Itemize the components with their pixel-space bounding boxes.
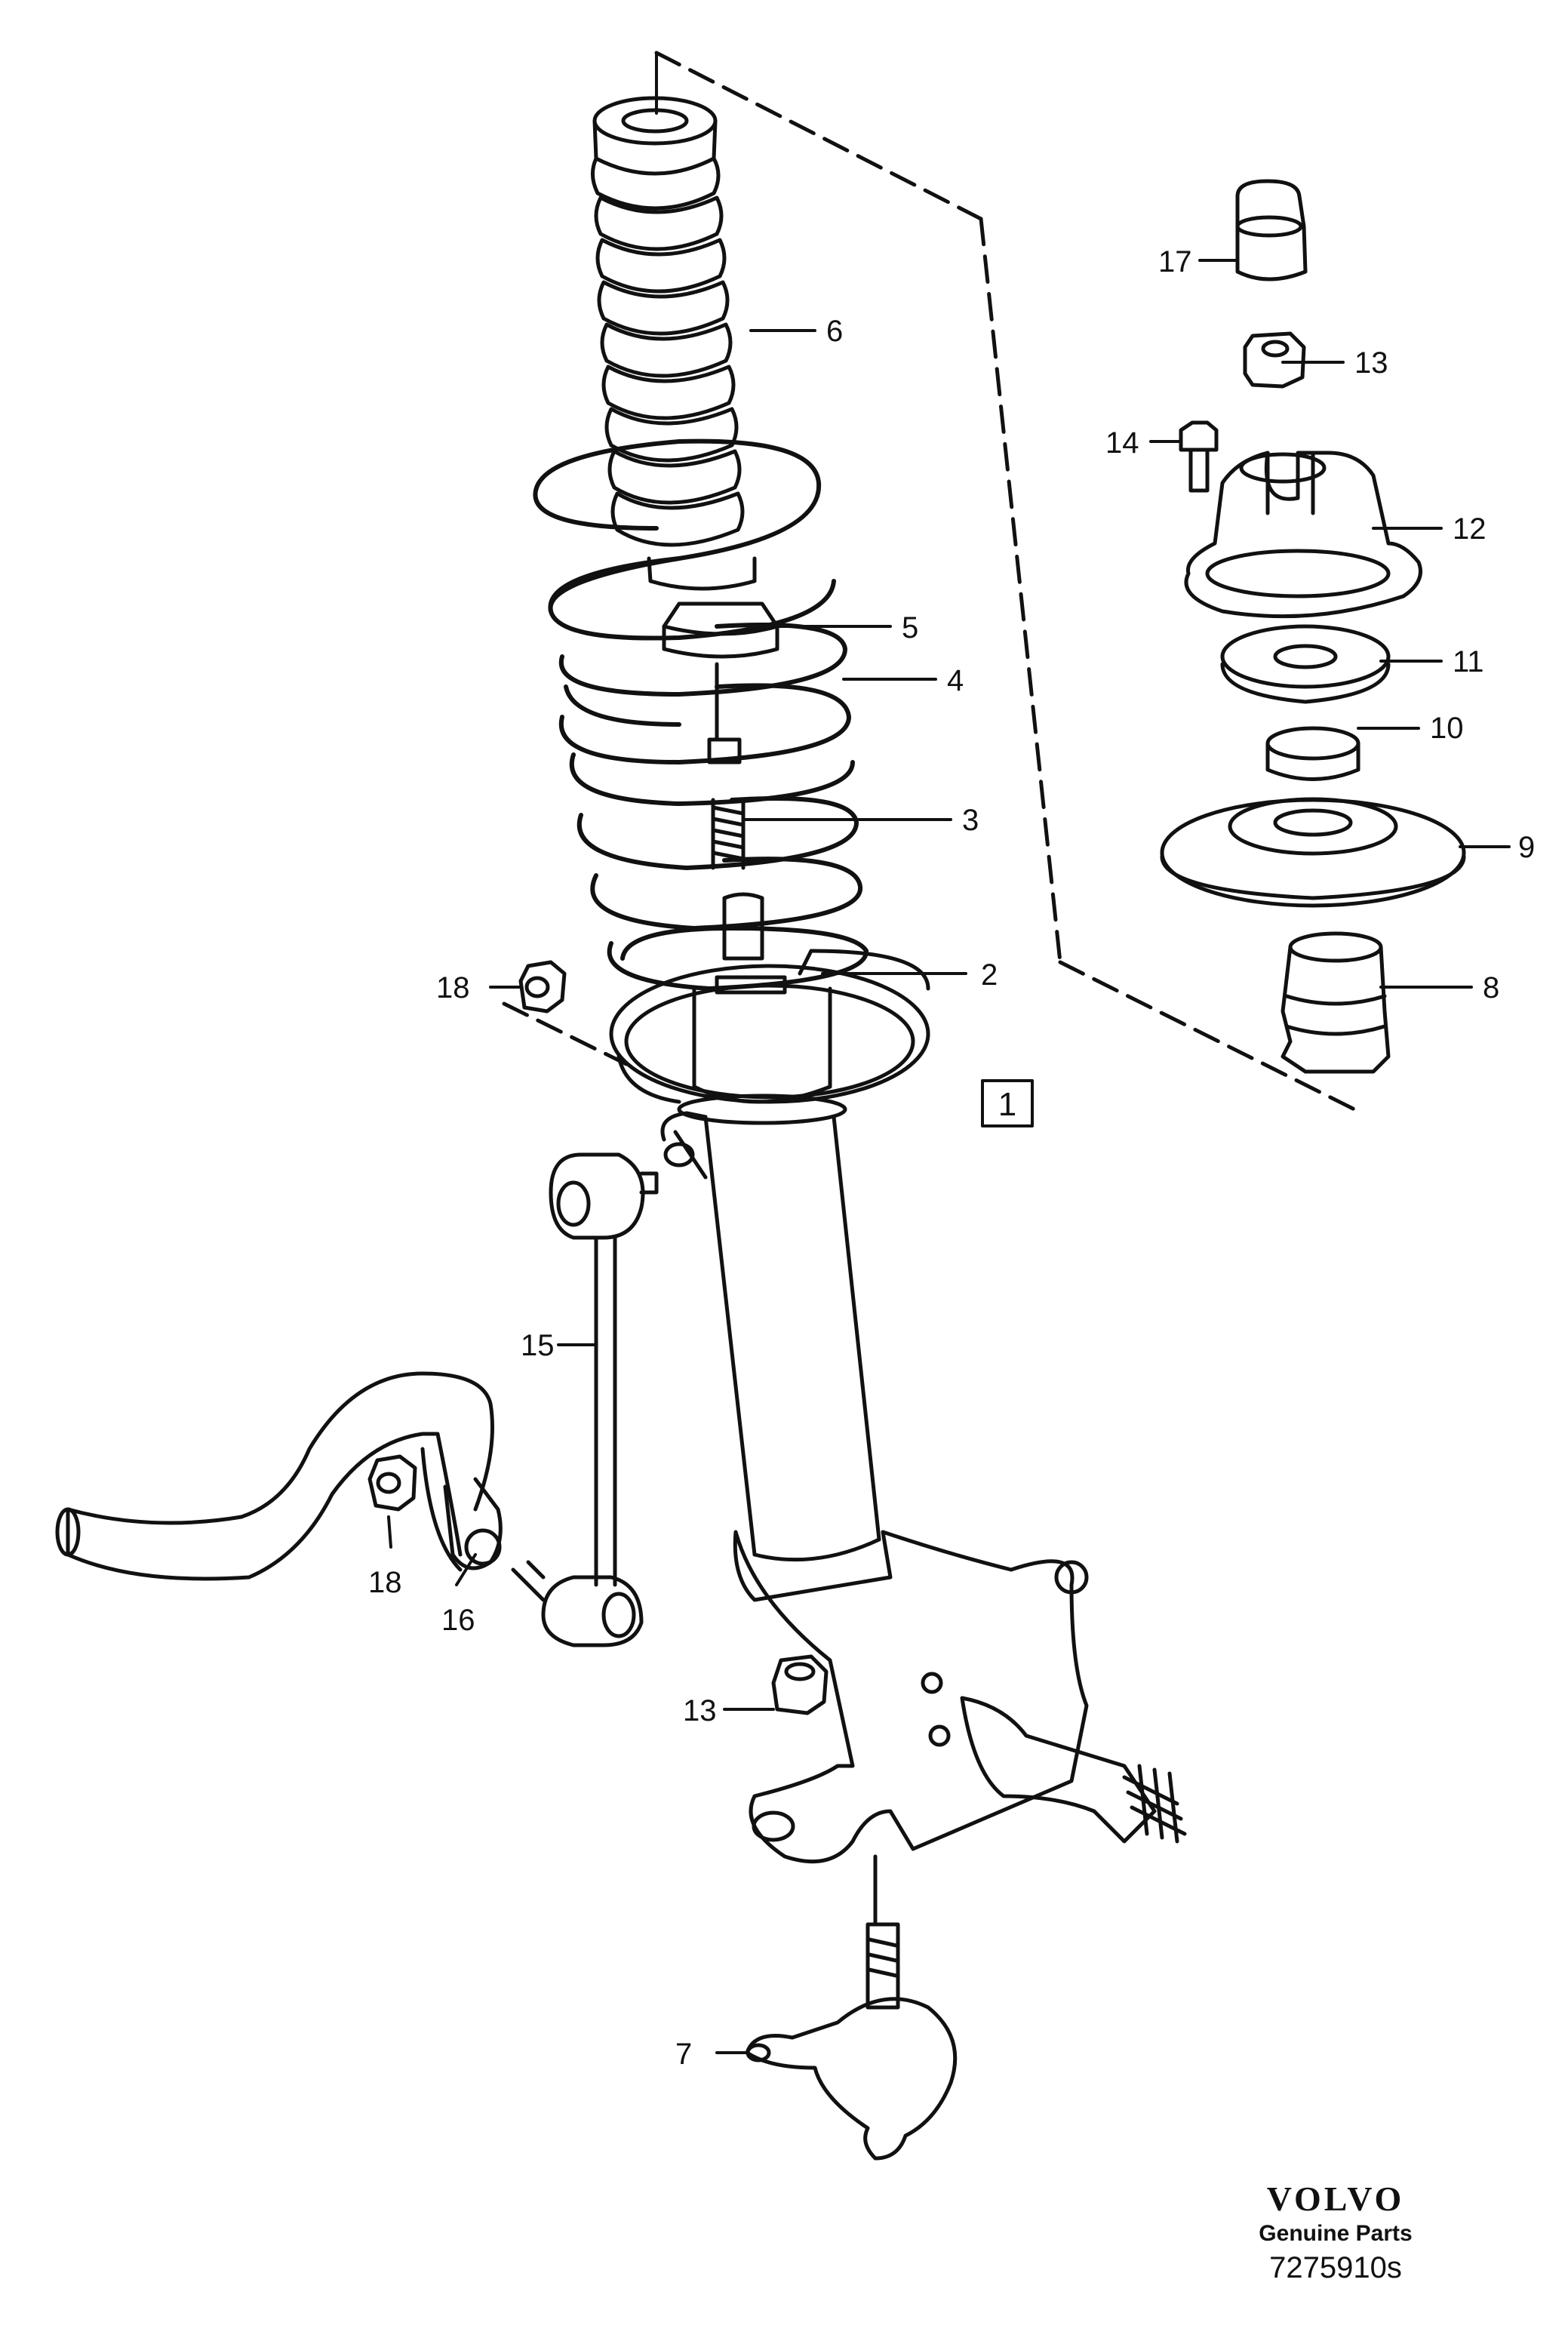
- diagram-code: 7275910s: [1269, 2251, 1402, 2284]
- bump-stop-boot: [591, 96, 757, 591]
- label-part-12: 12: [1453, 512, 1487, 546]
- label-part-2: 2: [981, 958, 998, 992]
- label-part-6: 6: [826, 315, 843, 348]
- stabilizer-bar: [55, 1371, 494, 1581]
- label-part-18-upper: 18: [436, 971, 470, 1004]
- leader-lines: [387, 51, 1511, 2054]
- bolt-14: [1179, 420, 1219, 493]
- label-part-17: 17: [1158, 245, 1192, 278]
- nut-13-lower: [771, 1654, 829, 1715]
- nut-18-lower: [367, 1454, 417, 1512]
- bump-rubber-8: [1281, 931, 1391, 1074]
- volvo-logo: VOLVO: [1266, 2179, 1405, 2218]
- label-part-9: 9: [1518, 831, 1535, 864]
- label-part-10: 10: [1430, 712, 1464, 745]
- label-part-18-lower: 18: [368, 1566, 402, 1599]
- group-box: 1: [981, 1079, 1034, 1127]
- label-part-15: 15: [521, 1329, 555, 1362]
- stabilizer-bracket: [443, 1477, 503, 1570]
- ball-joint: [745, 1854, 958, 2161]
- dashed-guide-lines: [502, 51, 1364, 1115]
- plate-11: [1220, 624, 1391, 704]
- label-part-14: 14: [1105, 426, 1139, 460]
- nut-13-top: [1243, 331, 1306, 389]
- strut-body: [660, 986, 881, 1562]
- nut-18-upper: [518, 960, 567, 1014]
- coil-spring: [533, 438, 869, 991]
- label-part-5: 5: [902, 611, 918, 644]
- genuine-parts-label: Genuine Parts: [1259, 2221, 1413, 2246]
- label-part-4: 4: [947, 664, 964, 697]
- spring-seat-upper: [662, 601, 779, 659]
- label-part-13-lower: 13: [683, 1694, 717, 1727]
- stabilizer-link: [511, 1152, 659, 1647]
- volvo-brand-block: VOLVO Genuine Parts 7275910s: [1222, 2179, 1449, 2287]
- part-labels: 2 3 4 5 6 7 8 9 10 11 12 13 13 14 15 16 …: [368, 245, 1535, 2071]
- label-part-8: 8: [1483, 971, 1499, 1004]
- label-part-13-top: 13: [1354, 346, 1388, 380]
- bearing-10: [1265, 726, 1360, 781]
- strut-mount-12: [1184, 451, 1422, 619]
- steering-knuckle: [733, 1530, 1187, 1864]
- group-box-label: 1: [998, 1086, 1016, 1123]
- label-part-16: 16: [441, 1604, 475, 1637]
- cap-17: [1235, 179, 1308, 281]
- piston-rod: [707, 662, 764, 961]
- label-part-11: 11: [1453, 645, 1484, 678]
- label-part-7: 7: [675, 2038, 692, 2071]
- label-part-3: 3: [962, 804, 979, 837]
- upper-spring-plate-9: [1160, 797, 1466, 908]
